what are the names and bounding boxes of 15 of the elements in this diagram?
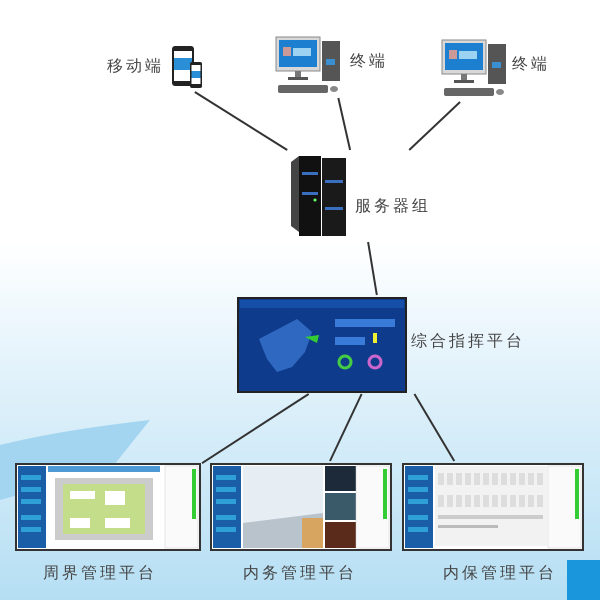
node-label: 综合指挥平台 (411, 331, 525, 351)
connector-line (337, 98, 352, 150)
node-label: 终端 (512, 54, 550, 74)
node-label: 内务管理平台 (243, 563, 357, 583)
connector-line (408, 101, 461, 151)
node-label: 内保管理平台 (443, 563, 557, 583)
node-label: 周界管理平台 (43, 563, 157, 583)
node-label: 终端 (350, 51, 388, 71)
connector-line (414, 393, 456, 462)
node-label: 移动端 (107, 56, 164, 76)
connector-line (201, 393, 310, 464)
connector-line (367, 242, 378, 296)
node-label: 服务器组 (355, 196, 431, 216)
connector-line (194, 91, 288, 151)
connector-line (329, 394, 363, 462)
